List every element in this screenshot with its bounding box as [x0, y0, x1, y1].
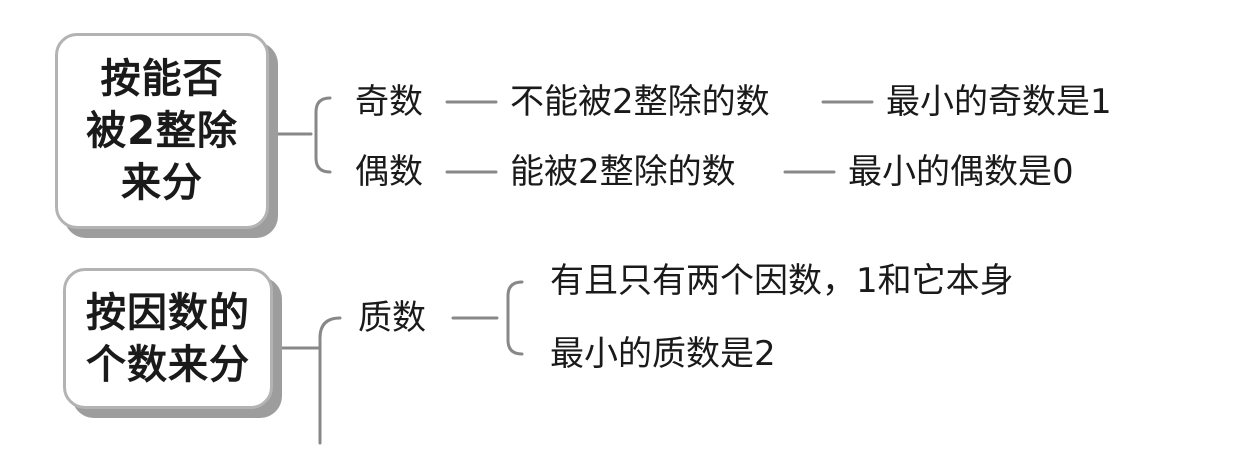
- category-title-factor-count: 按因数的 个数来分: [86, 287, 250, 391]
- branch-odd-name: 奇数: [355, 82, 423, 122]
- category-box-parity: 按能否 被2整除 来分: [55, 33, 269, 229]
- title-line: 按因数的: [86, 289, 250, 336]
- title-line: 被2整除: [86, 108, 238, 154]
- trunk-group2: [318, 316, 342, 445]
- branch-even-name: 偶数: [355, 152, 423, 192]
- branch-even-fact: 最小的偶数是0: [848, 152, 1074, 192]
- branch-even-definition: 能被2整除的数: [510, 152, 736, 192]
- branch-prime-detail-smallest: 最小的质数是2: [550, 334, 776, 374]
- category-box-factor-count: 按因数的 个数来分: [63, 268, 273, 409]
- category-title-parity: 按能否 被2整除 来分: [86, 53, 238, 209]
- bracket-group1: [314, 96, 332, 174]
- branch-prime-name: 质数: [358, 298, 426, 338]
- branch-odd-fact: 最小的奇数是1: [886, 82, 1112, 122]
- title-line: 来分: [121, 160, 203, 206]
- branch-odd-definition: 不能被2整除的数: [510, 82, 770, 122]
- branch-prime-detail-factors: 有且只有两个因数，1和它本身: [550, 261, 1014, 301]
- title-line: 按能否: [100, 56, 224, 102]
- title-line: 个数来分: [86, 341, 250, 388]
- bracket-prime: [506, 280, 524, 356]
